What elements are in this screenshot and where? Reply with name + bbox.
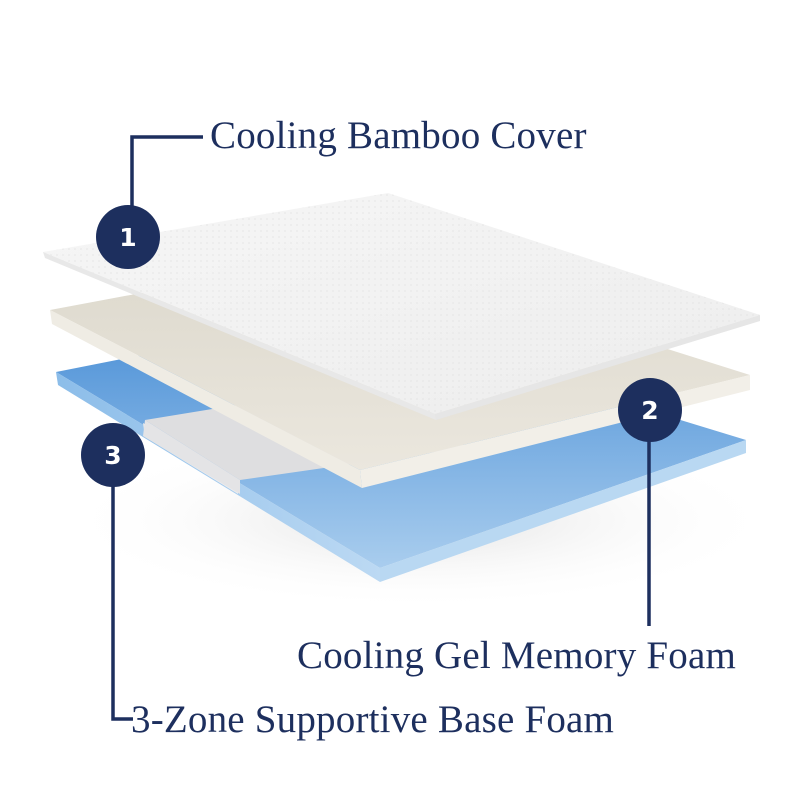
badge-number: 1 [119, 222, 137, 252]
callout-lines [111, 135, 651, 721]
bamboo-cover-layer [43, 193, 760, 420]
callout-label-base-foam: 3-Zone Supportive Base Foam [131, 698, 615, 741]
callout-label-cover: Cooling Bamboo Cover [210, 114, 587, 157]
callout-badge-2: 2 [618, 378, 682, 442]
callout-badge-1: 1 [96, 205, 160, 269]
callout-label-gel-foam: Cooling Gel Memory Foam [297, 634, 736, 677]
badge-number: 2 [641, 395, 659, 425]
callout-badge-3: 3 [81, 423, 145, 487]
callout-line-1 [130, 135, 203, 208]
callout-line-3 [111, 485, 133, 721]
badge-number: 3 [104, 440, 122, 470]
